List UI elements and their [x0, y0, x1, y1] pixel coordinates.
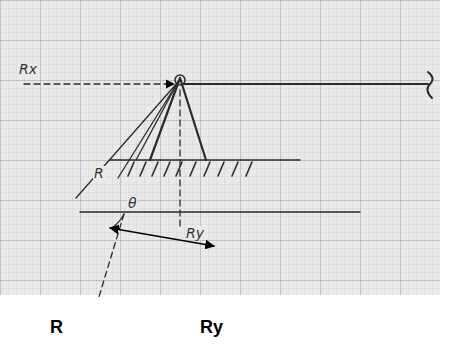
- rx-force-line: [24, 83, 174, 84]
- caption-label: R: [50, 318, 63, 336]
- resultant-line: [76, 82, 178, 198]
- force-label: R: [93, 166, 105, 180]
- graph-grid: [0, 0, 440, 295]
- graph-paper: [0, 0, 440, 295]
- force-label: Ry: [185, 226, 205, 240]
- ground-line: [110, 159, 300, 161]
- ry-force-line: [179, 90, 180, 226]
- reference-line: [80, 211, 360, 212]
- angle-label: θ: [127, 196, 138, 210]
- resultant-line: [118, 82, 178, 178]
- resultant-line: [136, 82, 178, 160]
- beam-line: [182, 83, 428, 85]
- beam-break: [427, 72, 432, 98]
- caption-label: Ry: [200, 318, 223, 336]
- angle-arc: [112, 214, 124, 228]
- force-label: Rx: [18, 62, 38, 76]
- ground-hatching: [128, 162, 252, 176]
- r-extension-line: [98, 214, 124, 300]
